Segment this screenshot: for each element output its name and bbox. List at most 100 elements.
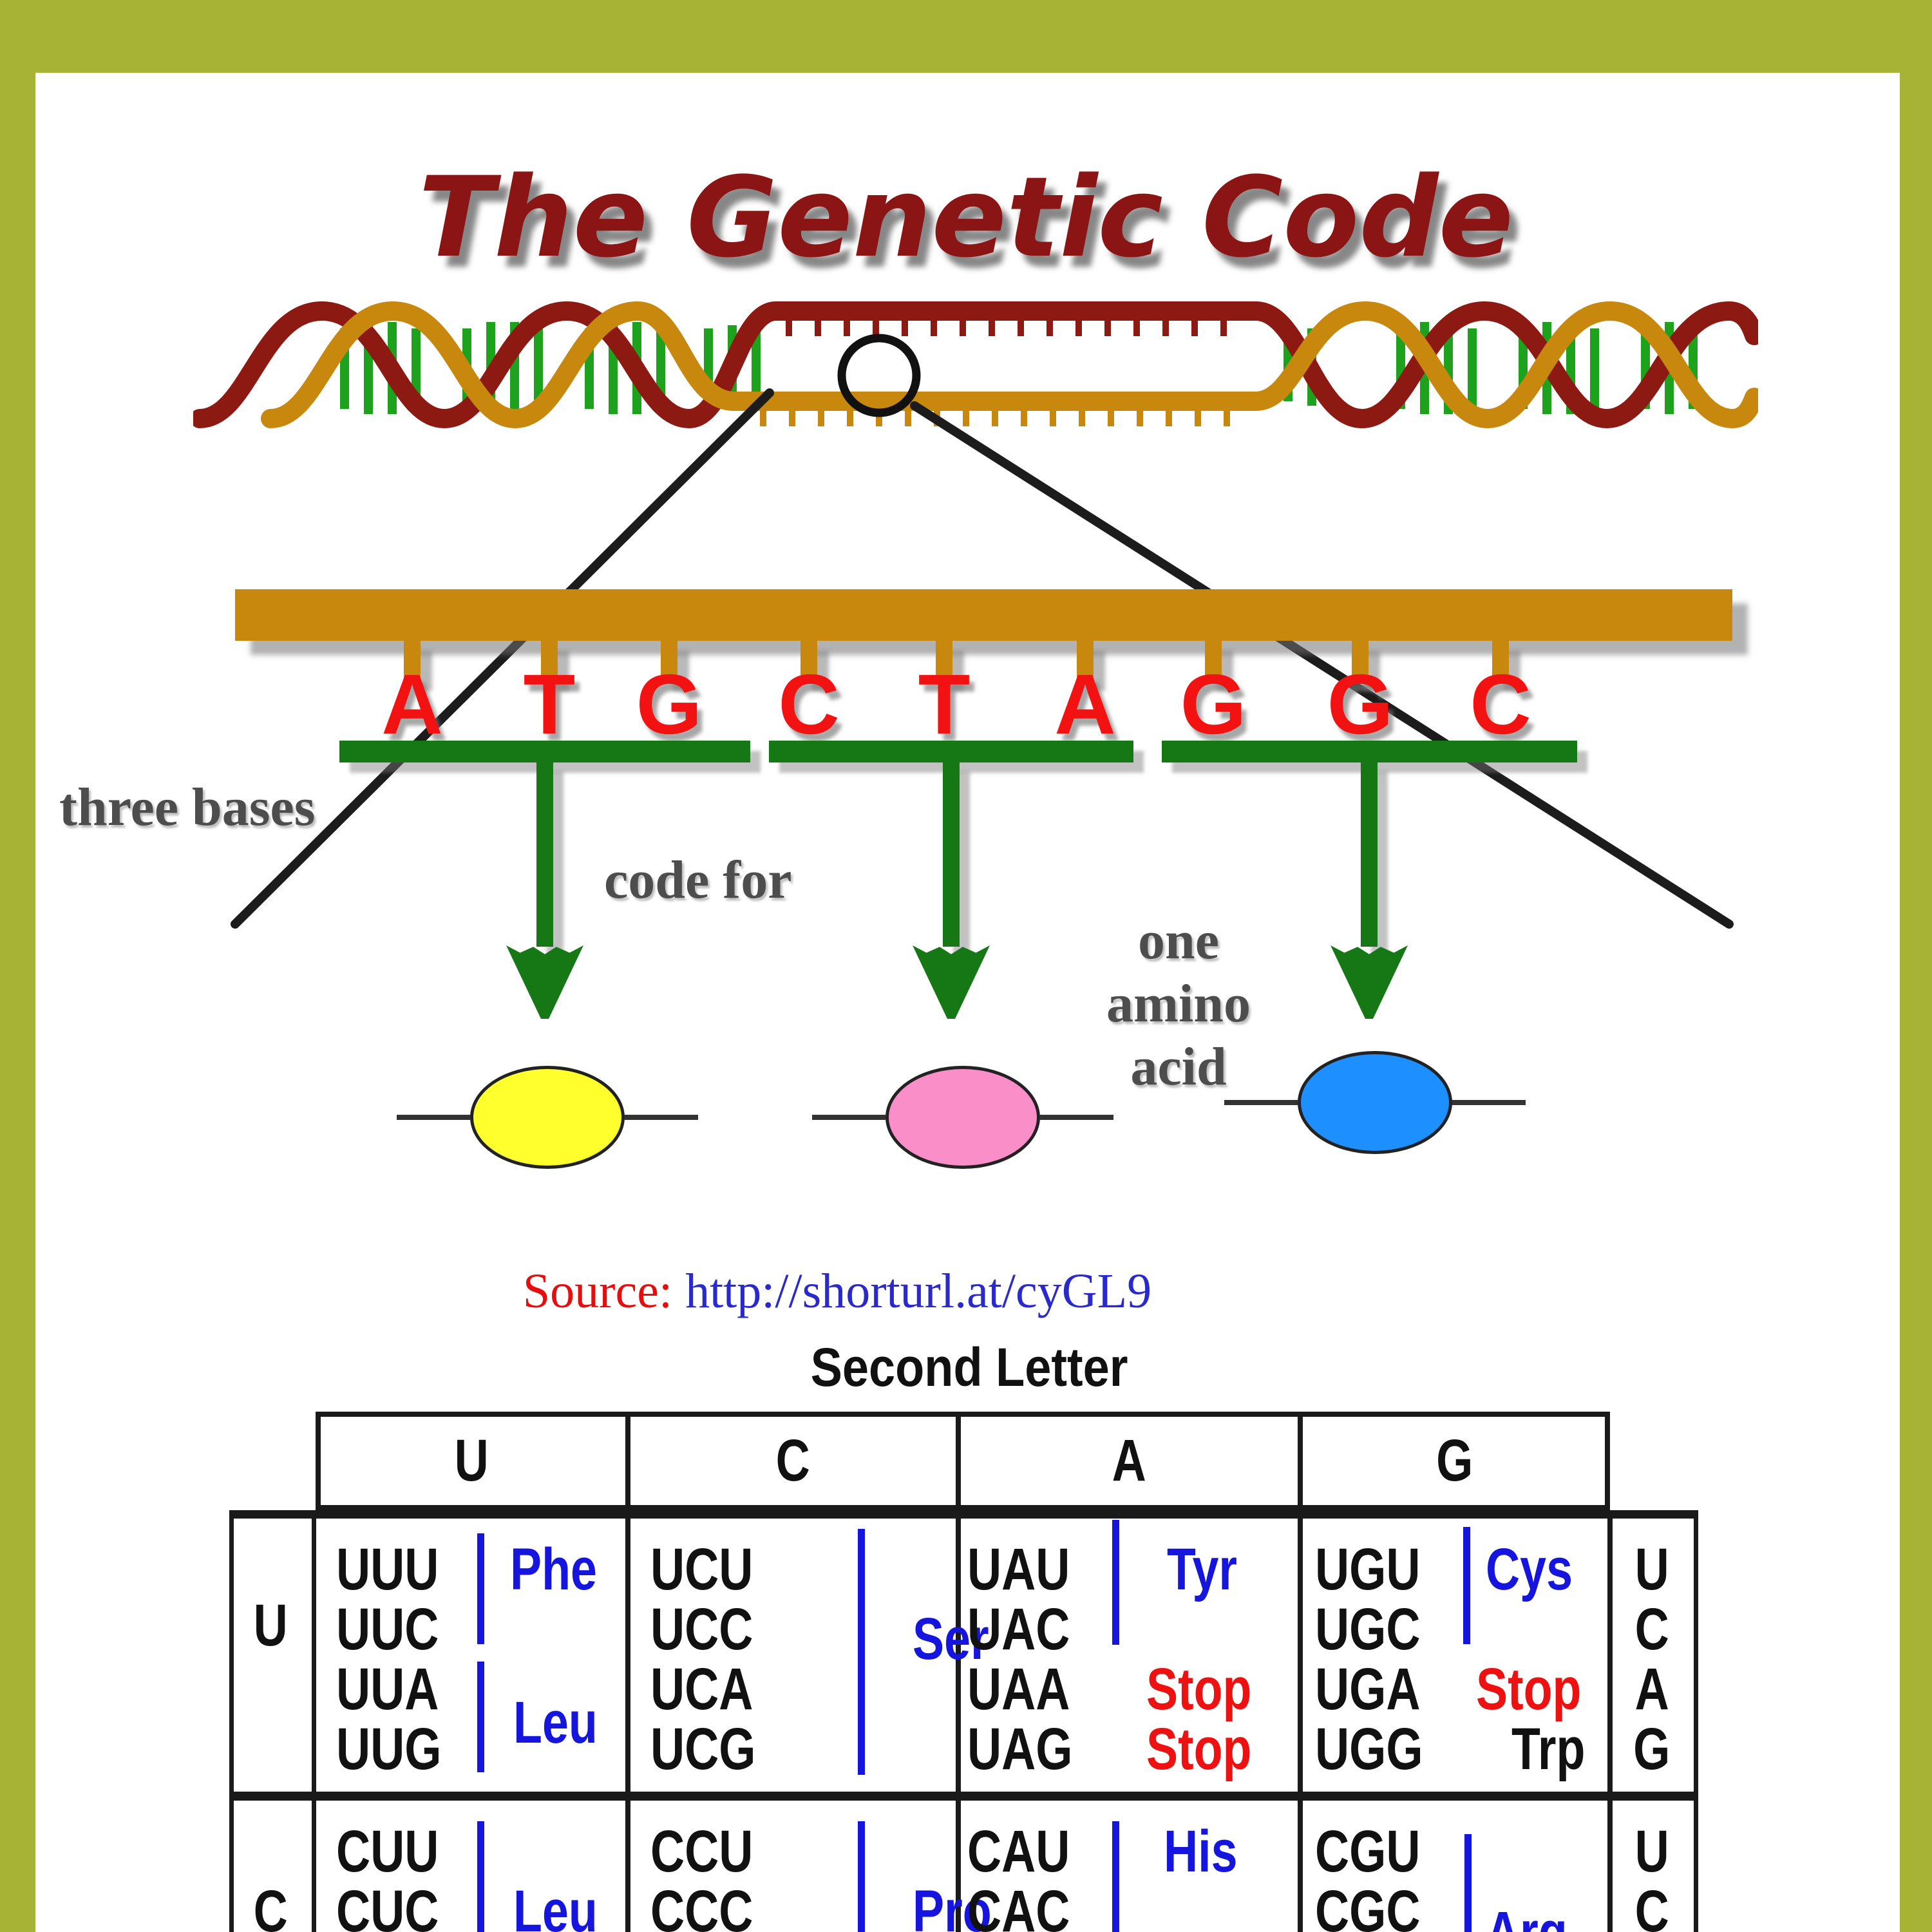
strand-tooth [661,641,677,681]
stop-label: Stop [1146,1656,1252,1722]
first-letter-label: C [253,1879,288,1932]
codon: UUG [336,1716,442,1782]
column-header-C: C [754,1422,831,1499]
column-header-U: U [433,1422,510,1499]
first-letter-label: U [253,1593,288,1658]
third-letter-label: A [1634,1656,1669,1722]
amino-label: Tyr [1167,1537,1238,1602]
connector-line [1224,1100,1298,1105]
strand-tooth [1205,641,1222,681]
maroon-ruler-teeth [786,321,1227,336]
codon: CCC [650,1879,753,1932]
amino-label: Trp [1511,1716,1586,1782]
magnifier-guide-lines [231,388,1734,929]
codon-arrow-head [1331,945,1408,1019]
first-letter-U: U [232,1596,309,1656]
codon: UUU [336,1537,439,1602]
connector-line [625,1115,698,1120]
connector-line [1040,1115,1113,1120]
table-col-border [312,1519,316,1932]
amino-label: Ser [913,1606,989,1672]
codon-bracket-3 [1162,741,1577,762]
table-col-border [1607,1519,1613,1932]
amino-label: Leu [513,1690,598,1756]
source-label: Source: [522,1264,673,1318]
codon-bracket-2 [769,741,1133,762]
magnified-strand-bar [235,589,1732,641]
third-letter: U [1620,1822,1684,1882]
sequence-base-letter: G [1180,657,1247,752]
codon: CCU [650,1819,753,1884]
amino-label: Leu [513,1879,598,1932]
codon: UAG [967,1716,1073,1782]
amino-label: Phe [510,1537,597,1602]
connector-line [812,1115,886,1120]
amino-label: His [1164,1819,1238,1884]
table-right-border [1694,1519,1698,1932]
codon: CGU [1315,1819,1421,1884]
sequence-base-letter: A [1054,657,1116,752]
second-letter-heading: Second Letter [647,1338,1291,1396]
codon-arrow-shaft [1361,762,1378,947]
page-title: The Genetic Code [418,153,1514,282]
codon: UAC [967,1596,1070,1662]
codon: CGC [1315,1879,1421,1932]
third-letter: G [1620,1719,1684,1779]
source-url-link[interactable]: http://shorturl.at/cyGL9 [685,1264,1152,1318]
codon: UGU [1315,1537,1421,1602]
stop-label: Stop [1146,1716,1252,1782]
column-header-label: G [1436,1428,1473,1493]
third-letter: A [1620,1660,1684,1719]
strand-tooth [404,641,421,681]
third-letter-label: G [1633,1716,1671,1782]
strand-tooth [1352,641,1368,681]
magnifier-circle-icon [837,334,921,417]
codon: UCG [650,1716,756,1782]
sequence-base-letter: A [381,657,443,752]
codon: UCU [650,1537,753,1602]
codon: UAA [967,1656,1070,1722]
amino-group-bar [858,1529,865,1775]
table-col-border [625,1519,630,1932]
sequence-base-letter: C [1470,657,1531,752]
codon: UCC [650,1596,753,1662]
header-divider [1298,1417,1303,1510]
label-amino: amino [1106,974,1251,1034]
codon: UCA [650,1656,753,1722]
strand-tooth [800,641,817,681]
sequence-base-letter: T [523,657,576,752]
amino-group-bar [477,1533,484,1644]
codon: UGC [1315,1596,1421,1662]
sequence-base-letter: C [778,657,840,752]
header-divider [625,1417,630,1510]
frame-border-left [0,0,35,1932]
table-col-border [1298,1519,1303,1932]
column-header-label: U [454,1428,489,1493]
codon-arrow-head [913,945,990,1019]
first-letter-C: C [232,1882,309,1932]
codon: UAU [967,1537,1070,1602]
connector-line [1452,1100,1526,1105]
amino-label: Pro [913,1879,992,1932]
amino-group-bar [477,1821,484,1932]
table-col-border [956,1519,961,1932]
header-divider [956,1417,961,1510]
table-row-separator [229,1792,1698,1801]
dna-helix-illustration [193,301,1758,429]
codon-bracket-1 [339,741,750,762]
source-line: Source:http://shorturl.at/cyGL9 [386,1262,1288,1320]
strand-tooth [936,641,952,681]
frame-border-top [0,0,1932,73]
label-code-for: code for [604,850,792,910]
amino-group-bar [858,1821,865,1932]
codon: CUU [336,1819,439,1884]
sequence-base-letter: G [1327,657,1394,752]
third-letter: U [1620,1540,1684,1600]
amino-group-bar [1112,1821,1119,1932]
stop-label: Stop [1476,1656,1582,1722]
strand-tooth [541,641,558,681]
table-body-top-border [229,1510,1698,1519]
amino-acid-circle-pink [886,1066,1040,1169]
third-letter-label: U [1634,1537,1669,1602]
label-one-amino-acid: one amino acid [1066,909,1291,1099]
